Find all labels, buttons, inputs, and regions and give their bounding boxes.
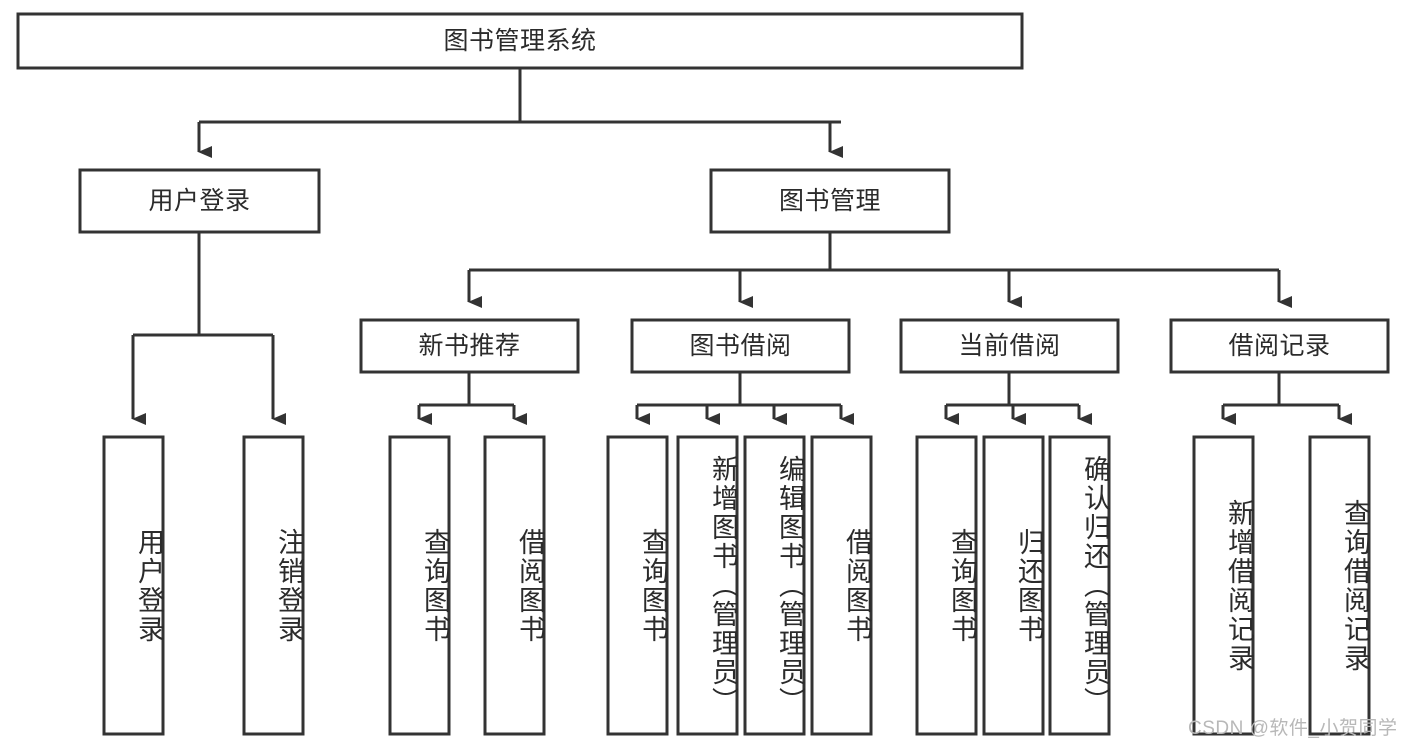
node-box-leaf-add-borrow-record[interactable] [1192,435,1255,736]
node-box-leaf-logout[interactable] [242,435,305,736]
node-box-current-borrow[interactable] [899,318,1120,374]
node-box-leaf-borrow-book[interactable] [810,435,873,736]
csdn-watermark: CSDN @软件_小贺同学 [1188,718,1398,739]
node-box-leaf-add-book[interactable] [676,435,739,736]
node-box-leaf-query-book-borrow[interactable] [606,435,669,736]
node-box-user-login[interactable] [78,168,321,234]
node-box-book-manage[interactable] [709,168,951,234]
node-box-new-book-rec[interactable] [359,318,580,374]
node-box-leaf-borrow-book-rec[interactable] [483,435,546,736]
node-box-leaf-query-book-rec[interactable] [388,435,451,736]
node-box-root[interactable] [16,12,1024,70]
node-box-leaf-return-book[interactable] [982,435,1045,736]
node-box-borrow-record[interactable] [1169,318,1390,374]
node-box-leaf-user-login[interactable] [102,435,165,736]
node-box-leaf-confirm-return[interactable] [1048,435,1111,736]
node-box-leaf-edit-book[interactable] [743,435,806,736]
node-box-book-borrow[interactable] [630,318,851,374]
node-box-leaf-query-borrow-record[interactable] [1308,435,1371,736]
node-box-leaf-query-book-cur[interactable] [915,435,978,736]
